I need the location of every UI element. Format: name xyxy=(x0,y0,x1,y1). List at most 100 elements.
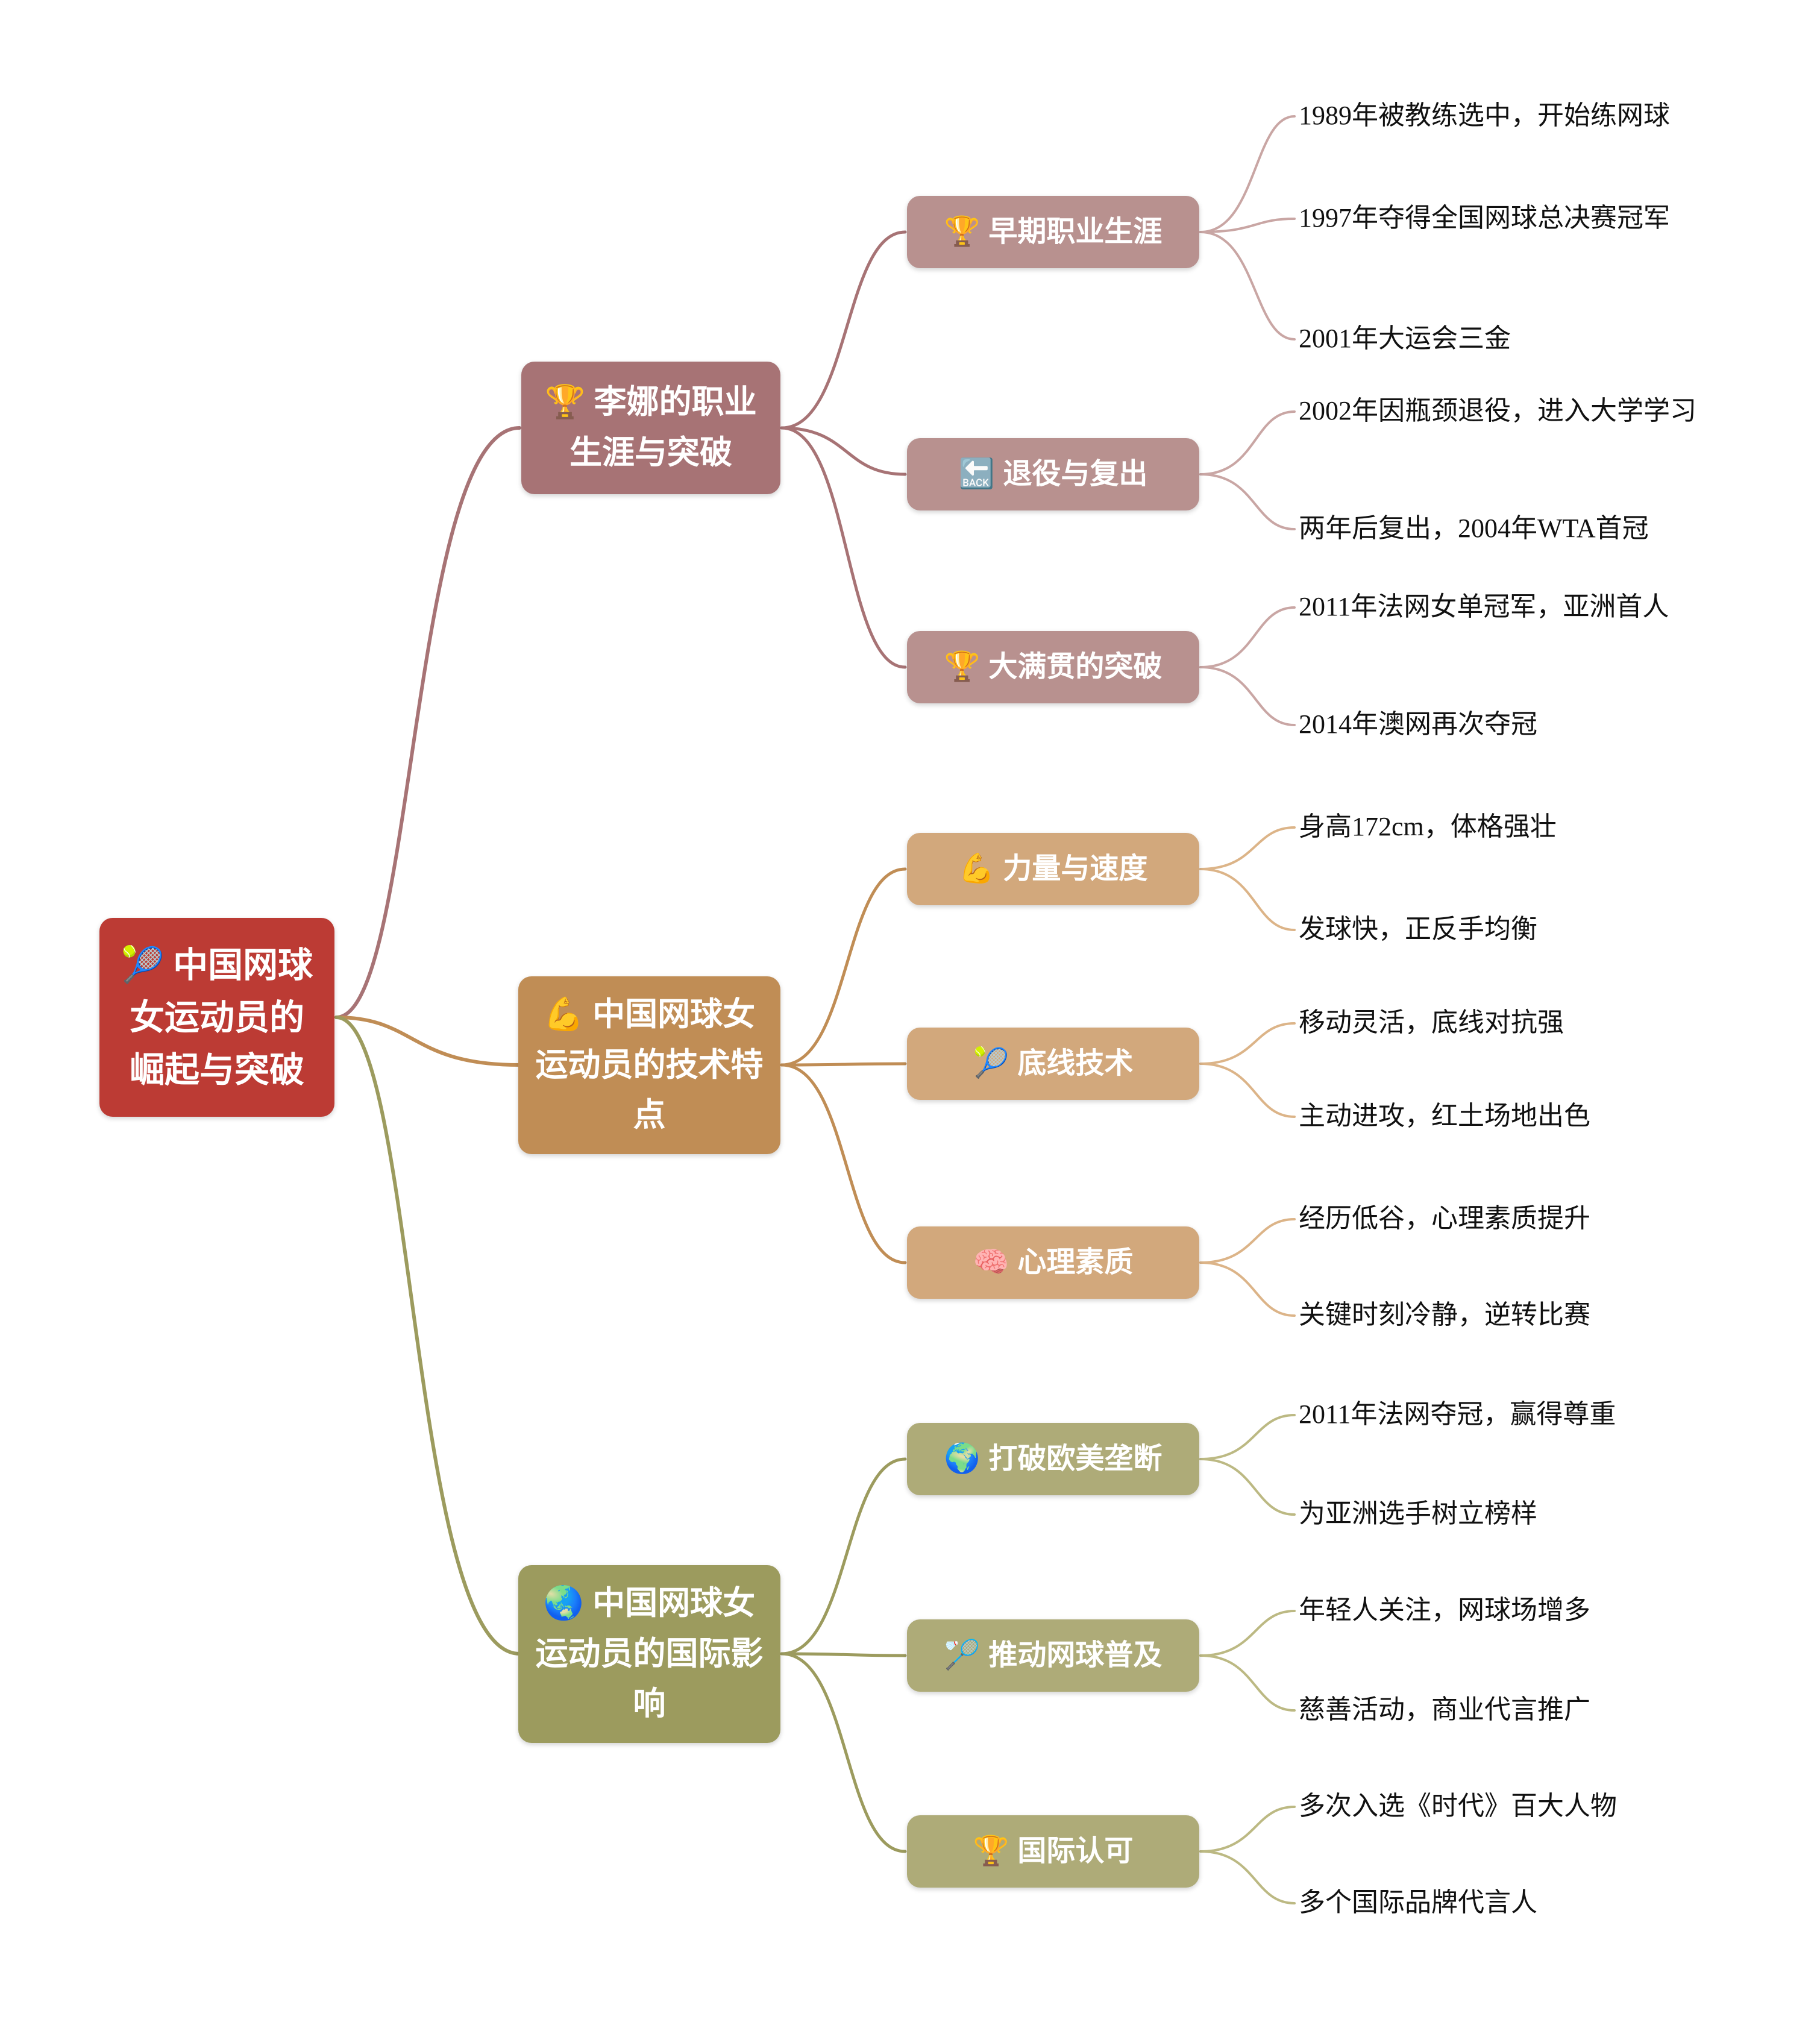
sub-node-grand-slam-breakthrough[interactable]: 🏆大满贯的突破 xyxy=(907,631,1199,703)
trophy-icon: 🏆 xyxy=(973,1835,1009,1868)
back-arrow-icon: 🔙 xyxy=(958,458,995,491)
brain-icon: 🧠 xyxy=(973,1246,1009,1279)
connector-sub3-leaf1 xyxy=(1199,606,1296,668)
leaf-node[interactable]: 多次入选《时代》百大人物 xyxy=(1299,1791,1617,1821)
branch-node-text: 💪中国网球女运动员的技术特点 xyxy=(534,990,765,1141)
leaf-node[interactable]: 发球快，正反手均衡 xyxy=(1299,914,1537,944)
connector-sub1-leaf3 xyxy=(1199,231,1296,341)
sub-node-label: 国际认可 xyxy=(1017,1835,1134,1868)
globe-icon: 🌏 xyxy=(543,1584,585,1621)
connector-sub8-leaf1 xyxy=(1199,1610,1296,1657)
connector-sub4-leaf2 xyxy=(1199,868,1296,931)
connector-branch3-sub1 xyxy=(780,1457,907,1656)
branch-node-text: 🌏中国网球女运动员的国际影响 xyxy=(534,1578,765,1730)
sub-node-text: 🧠心理素质 xyxy=(973,1245,1134,1280)
trophy-icon: 🏆 xyxy=(944,651,981,683)
connector-sub6-leaf1 xyxy=(1199,1218,1296,1264)
branch-label: 中国网球女运动员的国际影响 xyxy=(535,1584,764,1722)
leaf-node[interactable]: 年轻人关注，网球场增多 xyxy=(1299,1595,1590,1625)
connector-sub7-leaf2 xyxy=(1199,1458,1296,1516)
connector-sub2-leaf1 xyxy=(1199,410,1296,476)
sub-node-label: 心理素质 xyxy=(1017,1246,1134,1279)
connector-sub4-leaf1 xyxy=(1199,826,1296,870)
leaf-node[interactable]: 2011年法网女单冠军，亚洲首人 xyxy=(1299,592,1669,621)
branch-node-lina-career[interactable]: 🏆李娜的职业生涯与突破 xyxy=(521,362,780,494)
leaf-node[interactable]: 关键时刻冷静，逆转比赛 xyxy=(1299,1300,1590,1330)
trophy-icon: 🏆 xyxy=(944,216,981,248)
connector-sub3-leaf2 xyxy=(1199,666,1296,726)
sub-node-text: 🏆大满贯的突破 xyxy=(944,650,1163,685)
connector-sub2-leaf2 xyxy=(1199,473,1296,530)
leaf-node[interactable]: 移动灵活，底线对抗强 xyxy=(1299,1008,1564,1037)
flexed-biceps-icon: 💪 xyxy=(543,996,585,1032)
connector-branch1-sub3 xyxy=(780,426,907,669)
connector-branch3-sub2 xyxy=(780,1652,907,1657)
sub-node-label: 底线技术 xyxy=(1017,1047,1134,1080)
branch-node-international-influence[interactable]: 🌏中国网球女运动员的国际影响 xyxy=(518,1565,780,1743)
sub-node-baseline-technique[interactable]: 🎾底线技术 xyxy=(907,1028,1199,1100)
connector-branch2-sub2 xyxy=(780,1062,907,1067)
sub-node-label: 退役与复出 xyxy=(1003,458,1148,491)
leaf-node[interactable]: 2001年大运会三金 xyxy=(1299,324,1511,353)
leaf-node[interactable]: 两年后复出，2004年WTA首冠 xyxy=(1299,513,1649,543)
sub-node-label: 推动网球普及 xyxy=(988,1639,1163,1672)
connector-sub5-leaf1 xyxy=(1199,1022,1296,1065)
connector-branch3-sub3 xyxy=(780,1652,907,1853)
leaf-node[interactable]: 1989年被教练选中，开始练网球 xyxy=(1299,101,1670,130)
connector-branch1-sub2 xyxy=(780,426,907,476)
connector-sub9-leaf2 xyxy=(1199,1850,1296,1904)
connector-branch1-sub1 xyxy=(780,230,907,430)
flexed-biceps-icon: 💪 xyxy=(958,853,995,885)
root-node[interactable]: 🎾中国网球女运动员的崛起与突破 xyxy=(99,918,334,1117)
connector-sub8-leaf2 xyxy=(1199,1654,1296,1712)
root-label: 中国网球女运动员的崛起与突破 xyxy=(129,945,313,1090)
leaf-node[interactable]: 1997年夺得全国网球总决赛冠军 xyxy=(1299,203,1670,233)
leaf-node[interactable]: 为亚洲选手树立榜样 xyxy=(1299,1499,1537,1528)
sub-node-text: 💪力量与速度 xyxy=(959,852,1148,887)
sub-node-break-western-monopoly[interactable]: 🌍打破欧美垄断 xyxy=(907,1423,1199,1495)
leaf-node[interactable]: 身高172cm，体格强壮 xyxy=(1299,812,1557,841)
connector-sub1-leaf1 xyxy=(1199,115,1296,233)
root-node-text: 🎾中国网球女运动员的崛起与突破 xyxy=(115,939,319,1096)
globe-icon: 🌍 xyxy=(944,1443,981,1475)
connector-sub9-leaf1 xyxy=(1199,1806,1296,1853)
leaf-node[interactable]: 2011年法网夺冠，赢得尊重 xyxy=(1299,1399,1616,1429)
leaf-node[interactable]: 2002年因瓶颈退役，进入大学学习 xyxy=(1299,396,1696,425)
connector-sub6-leaf2 xyxy=(1199,1261,1296,1317)
leaf-node[interactable]: 慈善活动，商业代言推广 xyxy=(1299,1695,1590,1724)
tennis-ball-icon: 🎾 xyxy=(973,1047,1009,1080)
sub-node-text: 🏸推动网球普及 xyxy=(944,1638,1163,1673)
badminton-racquet-icon: 🏸 xyxy=(944,1639,981,1672)
branch-label: 中国网球女运动员的技术特点 xyxy=(535,996,764,1134)
sub-node-international-recognition[interactable]: 🏆国际认可 xyxy=(907,1815,1199,1888)
leaf-node[interactable]: 经历低谷，心理素质提升 xyxy=(1299,1204,1590,1233)
connector-sub7-leaf1 xyxy=(1199,1414,1296,1460)
sub-node-text: 🎾底线技术 xyxy=(973,1046,1134,1081)
sub-node-promote-tennis[interactable]: 🏸推动网球普及 xyxy=(907,1619,1199,1692)
trophy-icon: 🏆 xyxy=(545,384,586,421)
sub-node-label: 早期职业生涯 xyxy=(988,216,1163,248)
tennis-ball-icon: 🎾 xyxy=(121,945,165,985)
sub-node-label: 力量与速度 xyxy=(1003,853,1148,885)
connector-root-branch2 xyxy=(334,1016,521,1067)
connector-sub1-leaf2 xyxy=(1199,218,1296,233)
leaf-node[interactable]: 多个国际品牌代言人 xyxy=(1299,1888,1537,1917)
sub-node-text: 🏆国际认可 xyxy=(973,1834,1134,1869)
sub-node-text: 🔙退役与复出 xyxy=(959,457,1148,492)
sub-node-power-speed[interactable]: 💪力量与速度 xyxy=(907,833,1199,905)
sub-node-text: 🏆早期职业生涯 xyxy=(944,215,1163,250)
sub-node-text: 🌍打破欧美垄断 xyxy=(944,1442,1163,1477)
branch-node-technical-traits[interactable]: 💪中国网球女运动员的技术特点 xyxy=(518,976,780,1154)
sub-node-early-career[interactable]: 🏆早期职业生涯 xyxy=(907,196,1199,268)
sub-node-mental-strength[interactable]: 🧠心理素质 xyxy=(907,1226,1199,1299)
sub-node-label: 大满贯的突破 xyxy=(988,651,1163,683)
leaf-node[interactable]: 主动进攻，红土场地出色 xyxy=(1299,1101,1590,1131)
branch-node-text: 🏆李娜的职业生涯与突破 xyxy=(537,377,765,478)
connector-branch2-sub3 xyxy=(780,1063,907,1264)
connector-sub5-leaf2 xyxy=(1199,1063,1296,1118)
sub-node-retirement-comeback[interactable]: 🔙退役与复出 xyxy=(907,438,1199,510)
connector-root-branch1 xyxy=(334,426,521,1019)
connector-branch2-sub1 xyxy=(780,867,907,1067)
leaf-node[interactable]: 2014年澳网再次夺冠 xyxy=(1299,709,1537,739)
